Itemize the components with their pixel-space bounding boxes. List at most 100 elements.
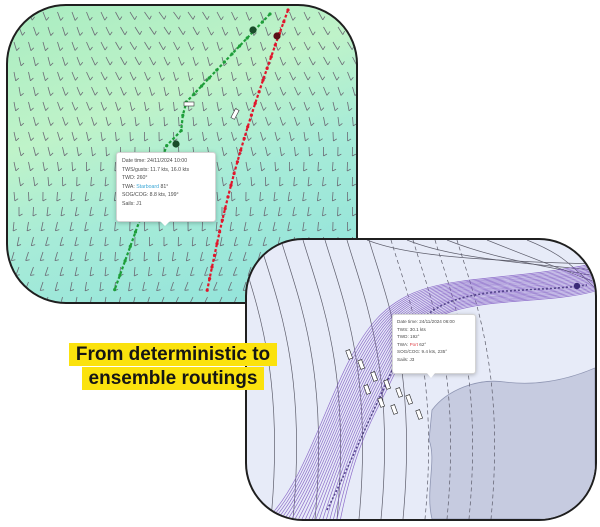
wind-barb-icon [45,236,50,247]
wind-barb-icon [323,26,331,36]
wind-barb-icon [42,11,50,21]
route-marker [239,148,243,152]
route-marker [218,230,222,234]
boat-icon[interactable] [363,384,371,395]
waypoint-icon[interactable] [273,32,281,40]
route-marker [133,230,138,234]
wind-barb-icon [156,281,161,292]
route-marker [257,90,261,94]
boat-icon[interactable] [357,359,365,370]
wind-barb-icon [250,176,256,187]
wind-barb-icon [13,41,20,51]
wind-barb-icon [259,191,264,202]
wind-barb-icon [13,131,20,142]
boat-icon[interactable] [415,409,423,420]
wind-barb-icon [149,56,157,66]
wind-barb-icon [218,296,223,302]
boat-icon[interactable] [183,101,195,107]
ensemble-route[interactable] [298,275,596,519]
wind-barb-icon [24,281,30,291]
ensemble-route[interactable] [287,271,595,519]
tooltip-tws: TWS/gusts: 11.7 kts, 16.0 kts [122,166,190,173]
wind-barb-icon [142,281,147,292]
deterministic-routing-map[interactable]: Date time: 24/11/2024 10:00 TWS/gusts: 1… [6,4,358,304]
wind-barb-icon [13,11,21,21]
wind-barb-icon [274,11,282,21]
wind-barb-icon [28,131,34,141]
waypoint-icon[interactable] [249,26,257,34]
wind-barb-icon [265,116,272,126]
boat-icon[interactable] [370,371,378,382]
boat-positions [345,282,581,420]
wind-barb-icon [89,266,94,277]
wind-barb-icon [242,251,248,261]
tooltip-sails: Sails: J3 [397,356,415,362]
route-marker [123,259,127,263]
ensemble-route[interactable] [291,272,596,519]
tooltip-sog: SOG/COG: 8.8 kts, 199° [122,192,179,199]
land-mass [428,367,595,519]
wind-barb-icon [308,116,315,127]
waypoint-icon[interactable] [573,282,581,290]
wind-barb-icon [144,11,152,20]
ensemble-route[interactable] [270,264,596,519]
wind-barb-icon [149,86,156,96]
wind-barb-icon [302,221,307,232]
wind-barb-icon [274,101,282,111]
wind-barb-icon [185,251,191,262]
isoline [486,240,595,283]
wind-barb-icon [187,71,194,82]
wind-barb-icon [317,221,322,232]
wind-barb-icon [318,11,326,21]
boat-icon[interactable] [377,397,385,408]
wind-barb-icon [105,56,113,66]
wind-barb-icon [205,236,211,247]
wind-barb-icon [42,71,49,81]
boat-icon[interactable] [390,404,398,415]
boat-icon[interactable] [230,108,240,120]
wind-barb-icon [347,41,355,50]
waypoint-icon[interactable] [172,140,180,148]
wind-barb-icon [289,41,296,51]
wind-barb-icon [279,56,287,66]
route-marker [220,218,224,222]
boat-icon[interactable] [345,349,353,360]
route-marker [249,113,253,117]
ensemble-route[interactable] [301,276,595,519]
wind-barb-icon [260,131,267,141]
isoline [324,240,363,519]
tooltip-sails: Sails: J1 [122,200,142,207]
deterministic-reference-route[interactable] [326,284,588,511]
wind-barb-icon [352,86,356,96]
boat-icon[interactable] [383,379,391,390]
wind-barb-icon [307,206,312,217]
boat-icon[interactable] [405,394,413,405]
ensemble-route[interactable] [266,263,595,519]
wind-barb-icon [144,131,149,142]
wind-barb-icon [160,296,165,302]
tooltip-datetime: Date time: 24/11/2024 10:00 [122,158,188,164]
wind-barb-icon [90,176,95,187]
wind-barb-icon [57,131,64,141]
ensemble-route[interactable] [284,269,596,519]
wind-barb-icon [232,266,238,276]
wind-barb-icon [216,11,224,21]
wind-barb-icon [100,131,106,142]
ensemble-route[interactable] [294,273,595,519]
wind-barb-icon [42,41,49,51]
wind-barb-icon [289,101,296,111]
wind-barb-icon [332,161,337,172]
wind-barb-icon [91,56,98,66]
wind-barb-icon [231,131,237,141]
boat-icon[interactable] [395,387,403,398]
ensemble-route[interactable] [277,267,596,519]
wind-barb-icon [173,71,179,81]
ensemble-route[interactable] [273,265,595,519]
wind-barb-icon [39,251,45,261]
wind-barb-icon [60,206,65,217]
ensemble-route[interactable] [280,268,595,519]
wind-barb-icon [216,161,223,172]
wind-barb-icon [100,161,105,172]
ensemble-routing-map[interactable]: Date time: 24/11/2024 06:00 TWS: 30.1 kt… [245,238,597,521]
wind-barb-icon [100,41,108,51]
